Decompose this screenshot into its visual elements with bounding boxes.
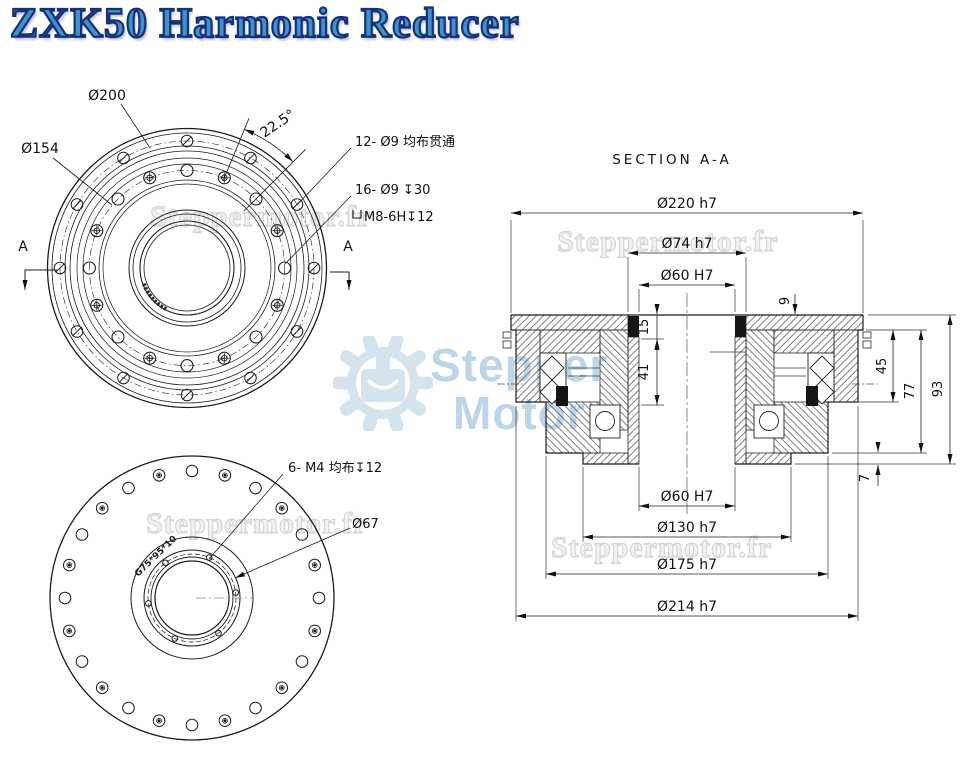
bottom-view: 6- M4 均布↧12 Ø67 G75*95*10 <box>49 455 382 741</box>
hole <box>244 371 257 385</box>
hole <box>249 481 262 495</box>
hole <box>185 464 199 478</box>
dim-77: 77 <box>903 383 918 400</box>
hole <box>58 591 72 605</box>
hole <box>290 325 304 338</box>
hole <box>95 681 109 695</box>
section-cut-marks <box>22 269 352 290</box>
dim-41: 41 <box>637 364 652 381</box>
section-hatched-parts-right <box>734 314 872 465</box>
seals <box>556 316 818 406</box>
hole <box>217 351 231 365</box>
centerlines <box>497 293 877 515</box>
hole <box>270 298 284 312</box>
hole <box>143 351 157 365</box>
dimension-lines <box>511 210 953 619</box>
dim-d154-label: Ø154 <box>21 141 59 157</box>
dim-d200-label: Ø200 <box>88 88 126 104</box>
bottom-view-leaders <box>208 473 351 579</box>
hole <box>218 469 232 482</box>
hole <box>275 501 289 515</box>
note-6-holes: 6- M4 均布↧12 <box>288 461 382 476</box>
dim-d130: Ø130 h7 <box>657 520 717 536</box>
hole <box>312 591 326 605</box>
front-view: Ø200 Ø154 22.5° 12- Ø9 均布贯通 16- Ø9 ↧30 M… <box>18 88 455 409</box>
watermark-text: Steppermotor.fr <box>145 506 368 540</box>
hole <box>70 325 84 338</box>
section-marker-a-left: A <box>18 239 28 255</box>
hole <box>295 655 309 668</box>
hole <box>143 171 157 185</box>
dim-45: 45 <box>875 358 890 375</box>
page-title: ZXK50 Harmonic Reducer <box>9 0 520 48</box>
hole <box>122 481 135 495</box>
hole <box>75 655 89 668</box>
hole <box>95 501 109 515</box>
hole <box>111 330 125 344</box>
hole <box>162 559 169 567</box>
dim-7: 7 <box>858 474 873 482</box>
dim-angle-label: 22.5° <box>258 107 299 142</box>
hole <box>152 714 166 727</box>
hole <box>244 151 257 165</box>
hole <box>117 371 130 385</box>
watermark-text: Steppermotor.fr <box>149 199 372 233</box>
dim-15: 15 <box>637 319 652 336</box>
gear-motor-logo-icon <box>333 336 433 431</box>
hole <box>70 198 84 211</box>
dim-d175: Ø175 h7 <box>657 557 717 573</box>
gear-mesh-lines <box>568 351 806 377</box>
hole <box>75 528 89 541</box>
bore-engraving-mark <box>141 282 169 312</box>
hole <box>122 701 135 715</box>
extension-lines <box>510 220 956 621</box>
dim-d214: Ø214 h7 <box>657 599 717 615</box>
hole <box>180 134 194 148</box>
hole <box>90 298 104 312</box>
hole <box>275 681 289 695</box>
dim-d67-label: Ø67 <box>352 517 379 532</box>
hole <box>63 558 76 572</box>
hole <box>152 469 166 482</box>
dim-d60-top: Ø60 H7 <box>661 268 714 284</box>
hole <box>308 558 321 572</box>
hole <box>90 224 104 238</box>
counterbore-symbol-icon <box>352 210 362 219</box>
dim-d220: Ø220 h7 <box>657 196 717 212</box>
outer-hole-ring-24 <box>58 464 326 732</box>
hole <box>205 554 213 561</box>
dimension-angle-22-5 <box>223 118 307 212</box>
note-16-thread: M8-6H↧12 <box>364 210 434 225</box>
hole <box>185 718 199 732</box>
ball-bearing-left <box>589 404 621 439</box>
front-view-leaders <box>52 103 352 265</box>
hole <box>117 151 130 165</box>
hole <box>218 714 232 727</box>
hole <box>308 624 321 638</box>
section-outline <box>510 314 864 465</box>
section-view: SECTION A-A <box>497 152 956 621</box>
note-16-holes: 16- Ø9 ↧30 <box>355 183 430 198</box>
section-hatched-parts-left <box>502 314 640 465</box>
hub-hole-ring-6 <box>145 554 239 642</box>
ball-bearing-right <box>753 404 785 439</box>
dim-93: 93 <box>931 381 946 398</box>
dim-d74: Ø74 h7 <box>661 236 712 252</box>
hole <box>270 224 284 238</box>
section-title: SECTION A-A <box>612 152 732 168</box>
dim-9: 9 <box>778 297 793 305</box>
dim-d60-bottom: Ø60 H7 <box>661 489 714 505</box>
hole <box>249 701 262 715</box>
note-12-holes: 12- Ø9 均布贯通 <box>355 135 455 150</box>
section-marker-a-right: A <box>343 239 353 255</box>
hole <box>295 528 309 541</box>
hole <box>63 624 76 638</box>
